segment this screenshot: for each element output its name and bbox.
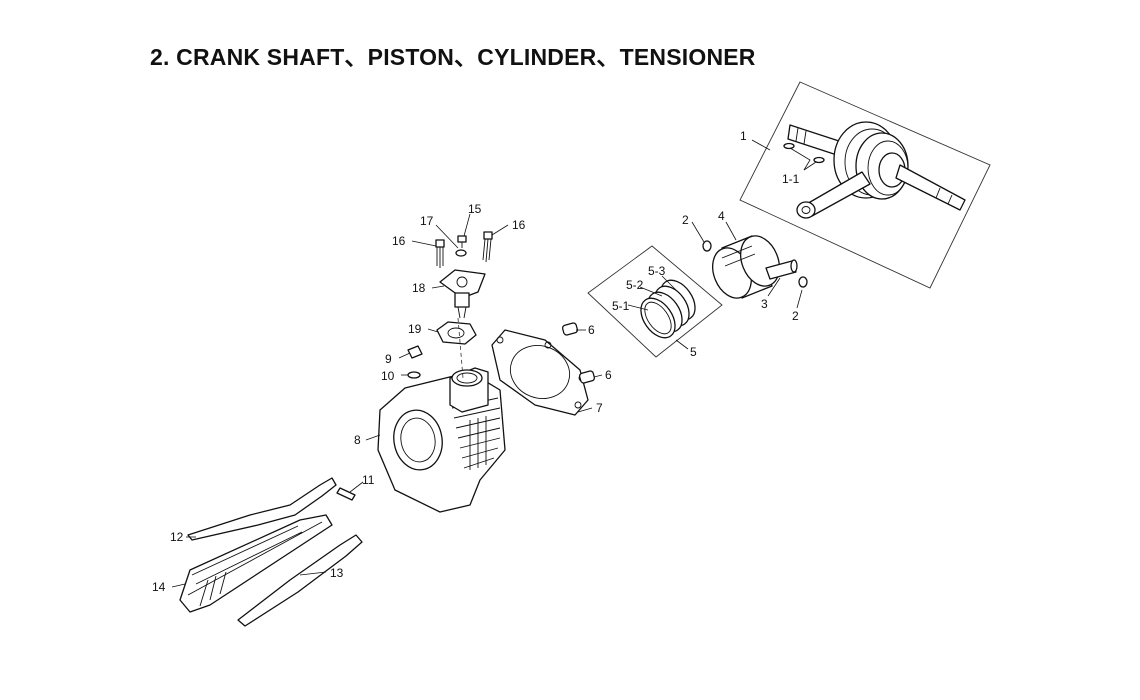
callout-5: 5: [690, 345, 697, 359]
callout-11: 11: [362, 473, 375, 487]
callout-5-2: 5-2: [626, 278, 644, 292]
callout-2-top: 2: [682, 213, 689, 227]
crankshaft-assembly: [739, 81, 991, 289]
callout-labels: 1 1-1 2 4 3 2 5-3 5-2 5-1 5 6 6 7 8 9 10…: [152, 129, 800, 594]
callout-leaders: [171, 139, 817, 588]
callout-10: 10: [381, 369, 395, 383]
callout-16-left: 16: [392, 234, 406, 248]
callout-17: 17: [420, 214, 434, 228]
callout-4: 4: [718, 209, 725, 223]
diagram-title: 2. CRANK SHAFT、PISTON、CYLINDER、TENSIONER: [150, 44, 756, 70]
callout-16-right: 16: [512, 218, 526, 232]
callout-5-1: 5-1: [612, 299, 630, 313]
callout-13: 13: [330, 566, 344, 580]
callout-18: 18: [412, 281, 426, 295]
callout-7: 7: [596, 401, 603, 415]
cam-chain-and-guides: [179, 477, 363, 627]
callout-19: 19: [408, 322, 422, 336]
callout-15: 15: [468, 202, 482, 216]
callout-5-3: 5-3: [648, 264, 666, 278]
callout-2-right: 2: [792, 309, 799, 323]
callout-6-top: 6: [588, 323, 595, 337]
cam-chain-tensioner: [407, 231, 493, 379]
callout-1: 1: [740, 129, 747, 143]
piston-assembly: [587, 235, 808, 358]
cylinder-gasket-and-dowels: [491, 322, 596, 416]
callout-8: 8: [354, 433, 361, 447]
callout-6-bottom: 6: [605, 368, 612, 382]
callout-9: 9: [385, 352, 392, 366]
callout-3: 3: [761, 297, 768, 311]
callout-14: 14: [152, 580, 166, 594]
callout-12: 12: [170, 530, 184, 544]
cylinder-block: [377, 367, 506, 513]
callout-1-1: 1-1: [782, 172, 800, 186]
